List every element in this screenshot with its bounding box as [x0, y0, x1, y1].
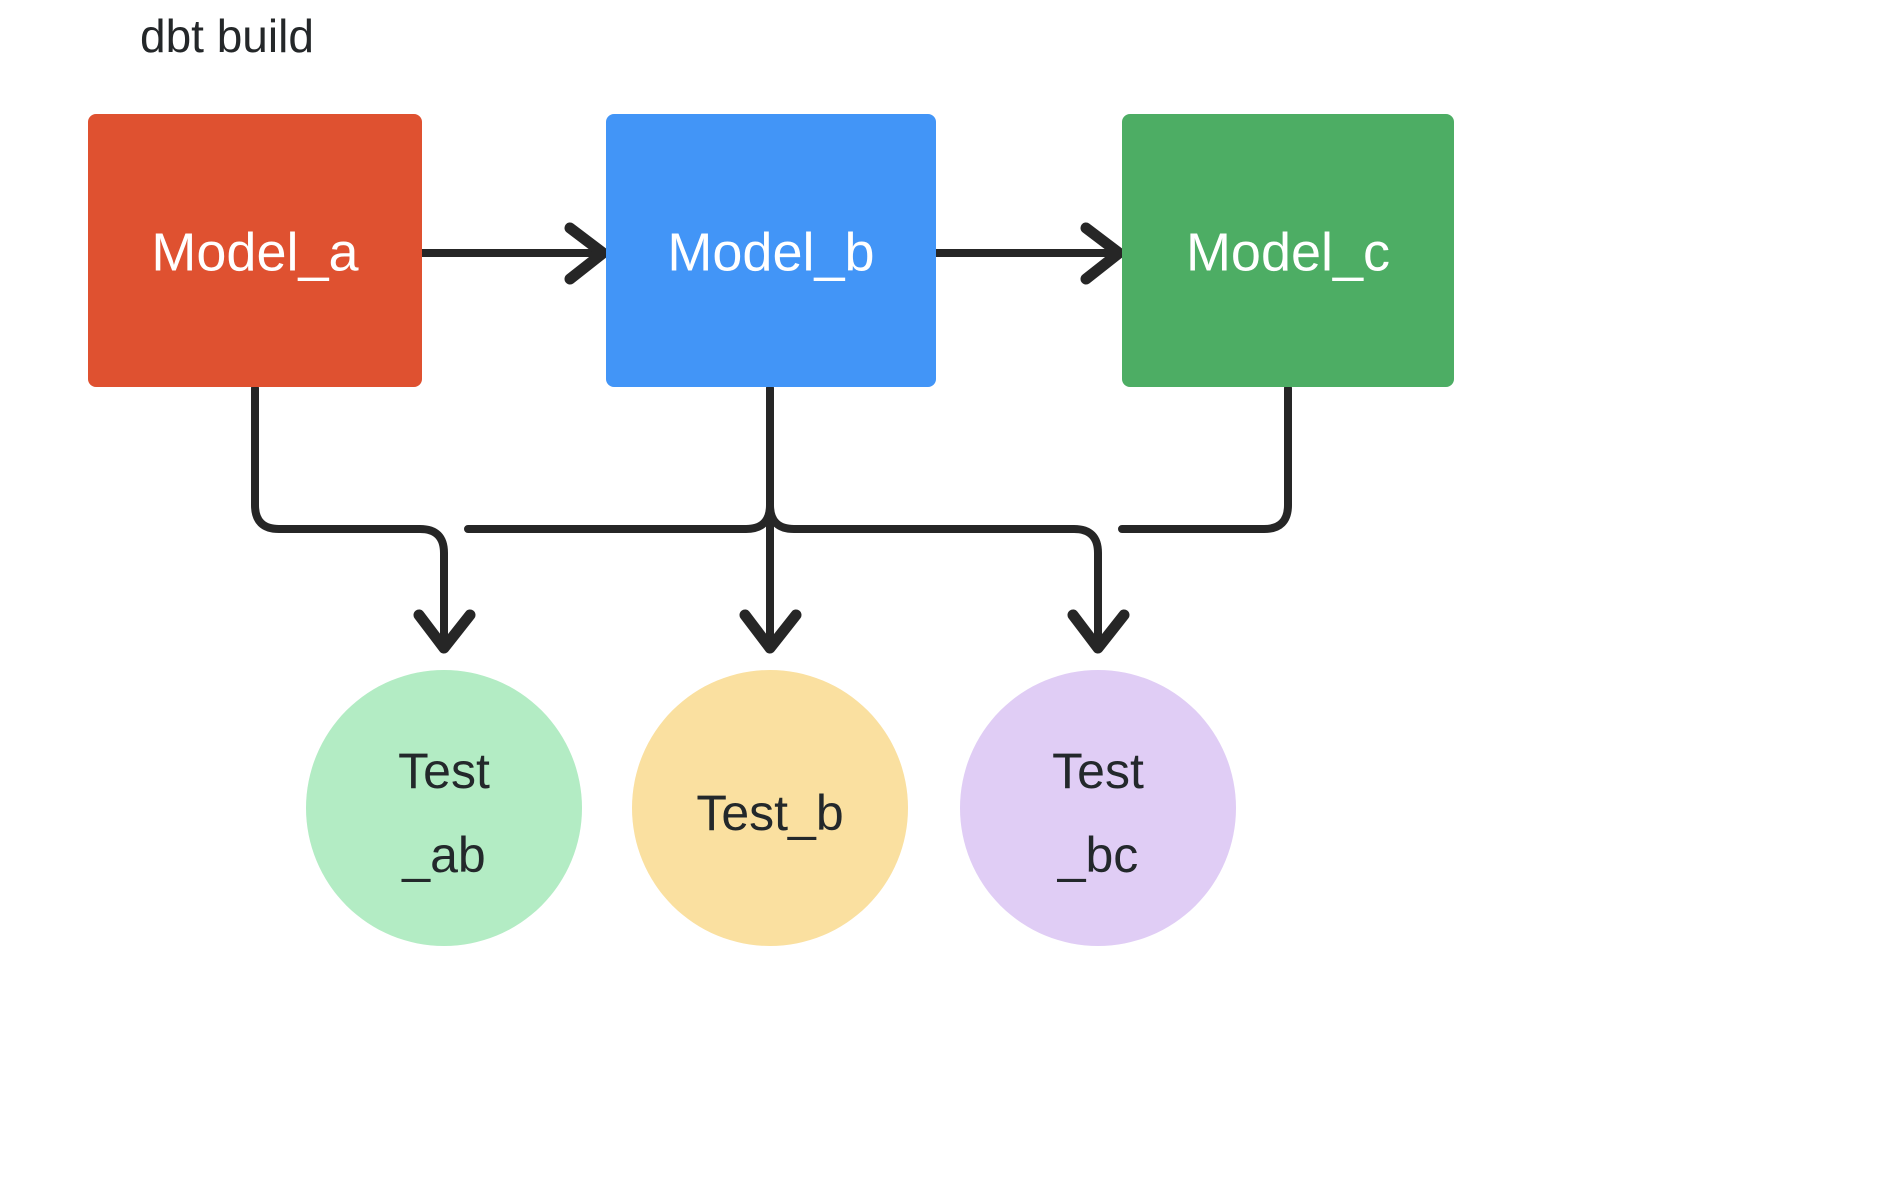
- diagram-title: dbt build: [140, 10, 314, 62]
- node-test-bc-label-line-1: Test: [1052, 743, 1144, 799]
- node-model-a-label: Model_a: [151, 222, 359, 282]
- node-test-b-shape[interactable]: [632, 670, 908, 946]
- edge-model-b-to-test-bc: [766, 501, 1130, 654]
- node-model-a-shape[interactable]: [88, 114, 422, 387]
- edge-model-a-to-model-b: [418, 222, 609, 285]
- node-model-b[interactable]: Model_b: [606, 114, 936, 387]
- node-model-a[interactable]: Model_a: [88, 114, 422, 387]
- edge-model-c-to-test-bc: [1118, 384, 1292, 533]
- node-test-ab[interactable]: Test _ab: [306, 670, 582, 946]
- model-nodes-layer: Model_a Model_b Model_c: [88, 114, 1454, 387]
- test-nodes-layer: Test _ab Test_b Test _bc: [306, 670, 1236, 946]
- node-test-ab-shape[interactable]: [306, 670, 582, 946]
- node-test-b-label-line-1: Test_b: [696, 785, 843, 841]
- node-test-ab-label-line-1: Test: [398, 743, 490, 799]
- node-test-bc-label-line-2: _bc: [1057, 827, 1139, 883]
- node-model-b-shape[interactable]: [606, 114, 936, 387]
- node-test-b[interactable]: Test_b: [632, 670, 908, 946]
- edges-layer: [251, 222, 1292, 654]
- node-model-c-shape[interactable]: [1122, 114, 1454, 387]
- edge-model-b-to-test-ab: [464, 501, 774, 533]
- node-model-c[interactable]: Model_c: [1122, 114, 1454, 387]
- node-test-bc-shape[interactable]: [960, 670, 1236, 946]
- node-model-c-label: Model_c: [1186, 222, 1390, 282]
- node-model-b-label: Model_b: [667, 222, 874, 282]
- node-test-ab-label-line-2: _ab: [401, 827, 485, 883]
- edge-model-b-to-model-c: [932, 222, 1125, 285]
- node-test-bc[interactable]: Test _bc: [960, 670, 1236, 946]
- edge-model-a-to-test-ab: [251, 384, 476, 654]
